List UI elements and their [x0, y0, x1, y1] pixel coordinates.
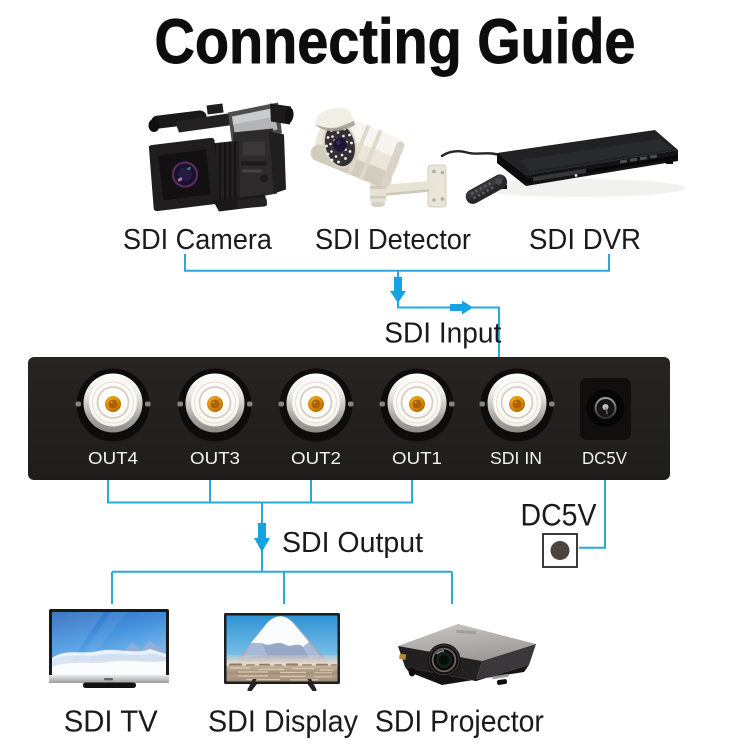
svg-text:SDI DVR: SDI DVR: [529, 224, 641, 256]
svg-text:SDI Camera: SDI Camera: [123, 224, 273, 256]
svg-text:DC5V: DC5V: [521, 497, 597, 533]
svg-text:SDI Output: SDI Output: [282, 527, 423, 559]
svg-text:SDI IN: SDI IN: [490, 448, 542, 468]
svg-text:Connecting Guide: Connecting Guide: [155, 7, 636, 77]
svg-text:OUT1: OUT1: [392, 448, 442, 468]
svg-text:OUT3: OUT3: [190, 448, 240, 468]
svg-text:SDI Detector: SDI Detector: [315, 224, 471, 256]
svg-text:SDI Display: SDI Display: [208, 704, 358, 739]
svg-text:SDI TV: SDI TV: [64, 704, 158, 739]
svg-text:SDI Input: SDI Input: [384, 318, 501, 350]
svg-text:OUT4: OUT4: [88, 448, 138, 468]
svg-text:SDI Projector: SDI Projector: [375, 704, 544, 739]
svg-text:OUT2: OUT2: [291, 448, 341, 468]
svg-text:DC5V: DC5V: [582, 448, 627, 468]
